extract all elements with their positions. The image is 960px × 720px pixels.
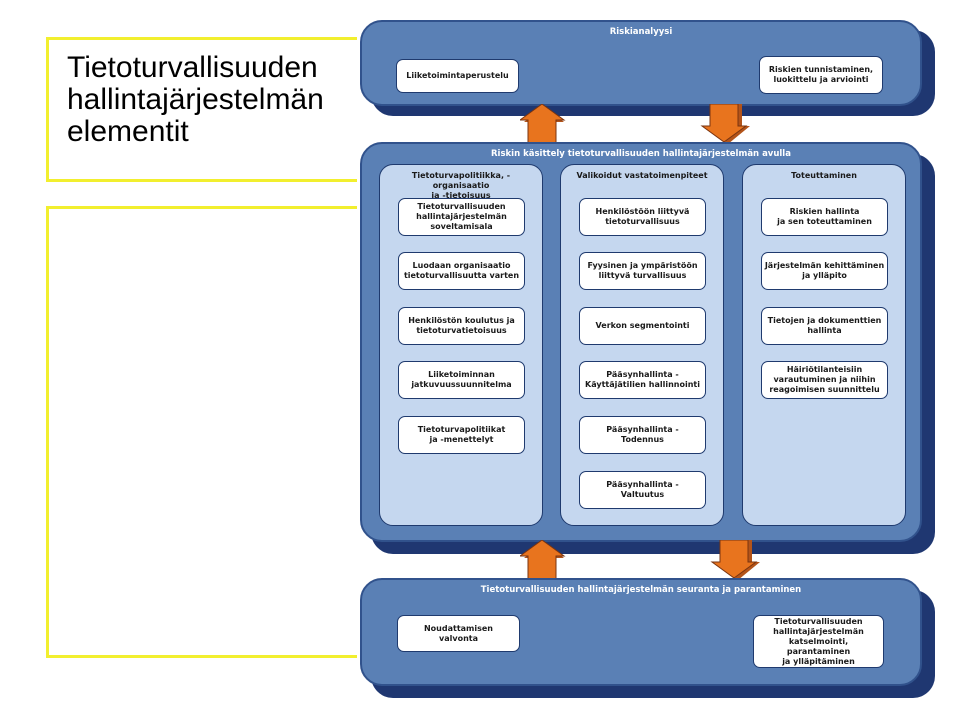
column-item: Henkilöstöön liittyvä tietoturvallisuus xyxy=(579,198,706,236)
risk-treatment-panel: Riskin käsittely tietoturvallisuuden hal… xyxy=(360,142,922,542)
countermeasures-column: Valikoidut vastatoimenpiteet Henkilöstöö… xyxy=(560,164,724,526)
policy-column-title: Tietoturvapolitiikka, -organisaatio ja -… xyxy=(411,171,511,200)
slide-title: Tietoturvallisuuden hallintajärjestelmän… xyxy=(67,51,324,148)
up-arrow-top xyxy=(520,104,566,144)
column-item: Pääsynhallinta - Käyttäjätilien hallinno… xyxy=(579,361,706,399)
monitoring-title: Tietoturvallisuuden hallintajärjestelmän… xyxy=(480,585,802,595)
down-arrow-bottom xyxy=(710,540,760,580)
column-item: Luodaan organisaatio tietoturvallisuutta… xyxy=(398,252,525,290)
policy-column: Tietoturvapolitiikka, -organisaatio ja -… xyxy=(379,164,543,526)
title-frame: Tietoturvallisuuden hallintajärjestelmän… xyxy=(46,37,368,182)
column-item: Henkilöstön koulutus ja tietoturvatietoi… xyxy=(398,307,525,345)
implementation-column: Toteuttaminen Riskien hallinta ja sen to… xyxy=(742,164,906,526)
compliance-monitoring-box: Noudattamisen valvonta xyxy=(397,615,520,652)
column-item: Järjestelmän kehittäminen ja ylläpito xyxy=(761,252,888,290)
column-item: Pääsynhallinta - Valtuutus xyxy=(579,471,706,509)
column-item: Fyysinen ja ympäristöön liittyvä turvall… xyxy=(579,252,706,290)
business-justification-box: Liiketoimintaperustelu xyxy=(396,59,519,93)
risk-treatment-title: Riskin käsittely tietoturvallisuuden hal… xyxy=(491,149,791,159)
column-item: Tietojen ja dokumenttien hallinta xyxy=(761,307,888,345)
column-item: Pääsynhallinta - Todennus xyxy=(579,416,706,454)
risk-analysis-panel: Riskianalyysi Liiketoimintaperustelu Ris… xyxy=(360,20,922,106)
implementation-column-title: Toteuttaminen xyxy=(791,171,857,180)
content-frame xyxy=(46,206,376,658)
column-item: Tietoturvapolitiikat ja -menettelyt xyxy=(398,416,525,454)
column-item: Riskien hallinta ja sen toteuttaminen xyxy=(761,198,888,236)
column-item: Häiriötilanteisiin varautuminen ja niihi… xyxy=(761,361,888,399)
column-item: Liiketoiminnan jatkuvuussuunnitelma xyxy=(398,361,525,399)
isms-review-box: Tietoturvallisuuden hallintajärjestelmän… xyxy=(753,615,884,668)
monitoring-panel: Tietoturvallisuuden hallintajärjestelmän… xyxy=(360,578,922,686)
risk-identification-box: Riskien tunnistaminen, luokittelu ja arv… xyxy=(759,56,883,94)
countermeasures-column-title: Valikoidut vastatoimenpiteet xyxy=(576,171,708,180)
column-item: Tietoturvallisuuden hallintajärjestelmän… xyxy=(398,198,525,236)
risk-analysis-title: Riskianalyysi xyxy=(609,27,673,37)
up-arrow-bottom xyxy=(520,540,566,580)
down-arrow-top xyxy=(700,104,750,144)
column-item: Verkon segmentointi xyxy=(579,307,706,345)
